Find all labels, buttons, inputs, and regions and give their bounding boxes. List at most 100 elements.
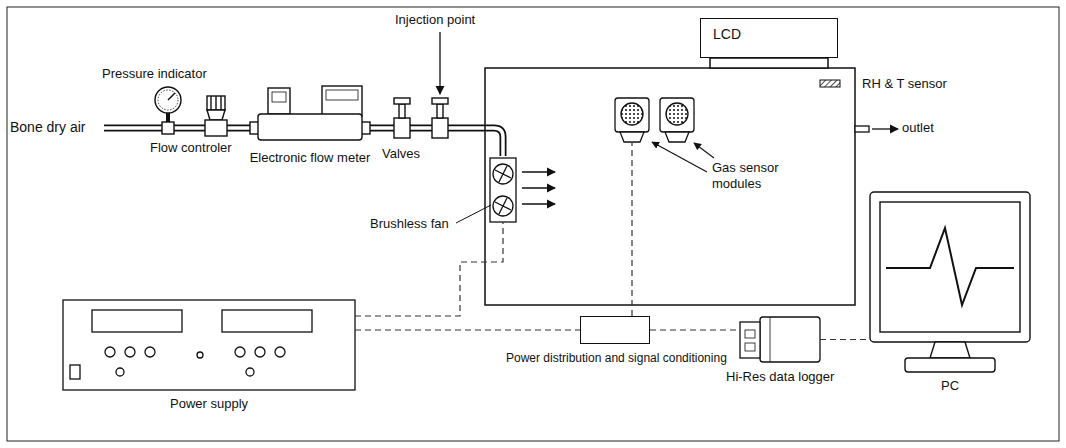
sensor-leaders (694, 143, 714, 158)
power-supply (235, 347, 245, 357)
data-logger (770, 317, 771, 362)
sensor-leaders (652, 142, 714, 172)
outlet-port (872, 128, 898, 129)
brushless-fan (493, 196, 513, 216)
power-supply (63, 300, 355, 390)
data-logger (760, 317, 820, 362)
pc-monitor (870, 192, 1030, 342)
power-supply (197, 352, 203, 358)
signal-wire (355, 329, 580, 330)
frame (7, 7, 1059, 441)
pc-monitor (886, 228, 1014, 305)
rh-t-sensor (820, 80, 840, 87)
gas-sensor (620, 132, 644, 142)
pressure-gauge (155, 87, 181, 134)
pc-monitor (905, 358, 995, 372)
injection-arrow (439, 32, 440, 94)
pc-monitor (880, 202, 1020, 332)
part-label: Brushless fan (370, 216, 449, 232)
flow-controller (205, 96, 227, 136)
node-label: Power supply (170, 396, 248, 412)
outlet-port (855, 126, 898, 132)
flow-controller (207, 96, 225, 110)
data-logger (740, 322, 760, 358)
valve (432, 118, 448, 138)
flow-meter (268, 88, 290, 114)
pressure-gauge (168, 93, 175, 100)
power-supply (116, 368, 124, 376)
power-supply (63, 300, 355, 390)
pc-monitor (870, 192, 1030, 372)
node-label: Electronic flow meter (248, 150, 372, 166)
gas-sensor (621, 103, 643, 125)
pressure-gauge (162, 122, 174, 134)
gas-sensor (666, 103, 688, 125)
power-wire (355, 222, 503, 316)
flow-meter: Electronic flow meter (250, 86, 370, 142)
flow-meter (322, 86, 362, 116)
valve (394, 98, 448, 138)
node-label: PC (941, 378, 959, 394)
inlet-label: Bone dry air (10, 119, 85, 136)
test-chamber (485, 23, 855, 305)
flow-controller (220, 96, 221, 110)
power-supply (105, 347, 115, 357)
flow-controller (215, 96, 216, 110)
gas-sensor (665, 132, 689, 142)
fan-leader (456, 205, 491, 223)
power-supply (125, 347, 135, 357)
test-chamber (485, 68, 855, 305)
data-logger (745, 343, 755, 351)
pressure-gauge (158, 90, 178, 110)
flow-meter (258, 114, 362, 140)
gas-sensor (615, 98, 649, 132)
valve (399, 104, 405, 118)
power-supply (92, 310, 182, 332)
rh-t-sensor (820, 80, 840, 87)
brushless-fan (522, 203, 555, 204)
pressure-gauge (155, 87, 181, 113)
signal-wire (650, 329, 740, 330)
pc-monitor: PC (868, 190, 1032, 374)
lcd-display: LCD (700, 18, 838, 58)
power-wire (631, 143, 632, 316)
power-supply (255, 347, 265, 357)
valve (394, 118, 410, 138)
part-label: Injection point (395, 12, 475, 28)
pc-monitor (930, 342, 970, 358)
gas-sensor (660, 98, 694, 132)
flow-controller (205, 120, 227, 136)
power-supply (275, 347, 285, 357)
brushless-fan (522, 187, 555, 188)
gas-sensor (615, 98, 694, 142)
flow-meter (326, 90, 358, 100)
part-label: Gas sensor modules (712, 160, 792, 191)
data-logger (740, 317, 820, 362)
display-text: LCD (701, 19, 753, 43)
distribution-box: Power distribution and signal conditioni… (580, 316, 650, 344)
flow-meter (272, 92, 286, 102)
brushless-fan (493, 164, 513, 184)
data-logger: Hi-Res data logger (740, 317, 820, 362)
valve (432, 98, 448, 104)
signal-wire (820, 339, 868, 340)
part-label: RH & T sensor (862, 76, 947, 92)
power-supply (222, 310, 312, 332)
valve (437, 104, 443, 118)
node-label: Hi-Res data logger (726, 369, 834, 385)
brushless-fan (522, 171, 555, 172)
power-supply (246, 368, 254, 376)
outlet-port (855, 126, 869, 132)
fan-leader (456, 205, 491, 223)
test-chamber (710, 58, 828, 68)
node-label: Power distribution and signal conditioni… (506, 351, 727, 365)
power-supply: Power supply (63, 300, 355, 390)
data-logger (745, 330, 755, 338)
brushless-fan (490, 158, 516, 222)
brushless-fan (495, 198, 511, 214)
part-label: Pressure indicator (102, 66, 207, 82)
part-label: Flow controler (150, 140, 232, 156)
part-label: Valves (382, 146, 420, 162)
